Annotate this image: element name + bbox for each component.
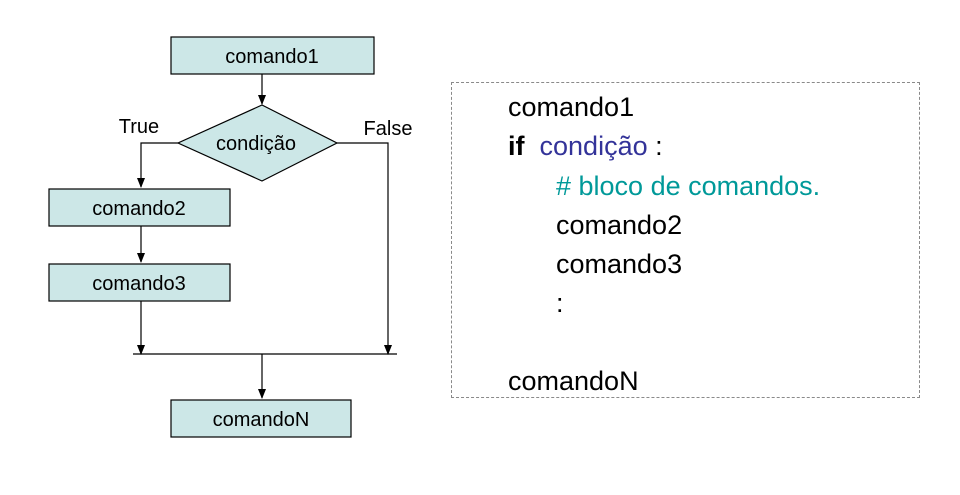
step2-box [48, 188, 231, 227]
code-ellipsis: : [556, 288, 564, 318]
code-line-1: comando1 [508, 92, 634, 122]
end-box [170, 399, 352, 438]
flowchart: comando1 condição True False comando2 co… [48, 36, 413, 438]
code-panel [451, 82, 920, 398]
code-condition: condição [539, 131, 648, 161]
start-box [170, 36, 375, 75]
code-colon: : [655, 131, 663, 161]
code-command1: comando1 [508, 92, 635, 122]
if-keyword: if [508, 131, 525, 161]
step3-box [48, 263, 231, 302]
code-command3: comando3 [556, 249, 683, 279]
code-command2: comando2 [556, 210, 683, 240]
true-label: True [119, 116, 159, 138]
arrow-false-branch [337, 142, 392, 355]
arrow-true-branch [137, 142, 178, 188]
start-label: comando1 [225, 46, 318, 68]
false-label: False [364, 118, 413, 140]
code-line-if: if condição : [508, 131, 663, 161]
decision-diamond [176, 104, 339, 182]
step2-label: comando2 [92, 198, 185, 220]
step3-label: comando3 [92, 273, 185, 295]
code-commandN: comandoN [508, 366, 639, 396]
decision-label: condição [216, 133, 296, 155]
code-comment: # bloco de comandos. [556, 171, 821, 201]
end-label: comandoN [213, 409, 310, 431]
